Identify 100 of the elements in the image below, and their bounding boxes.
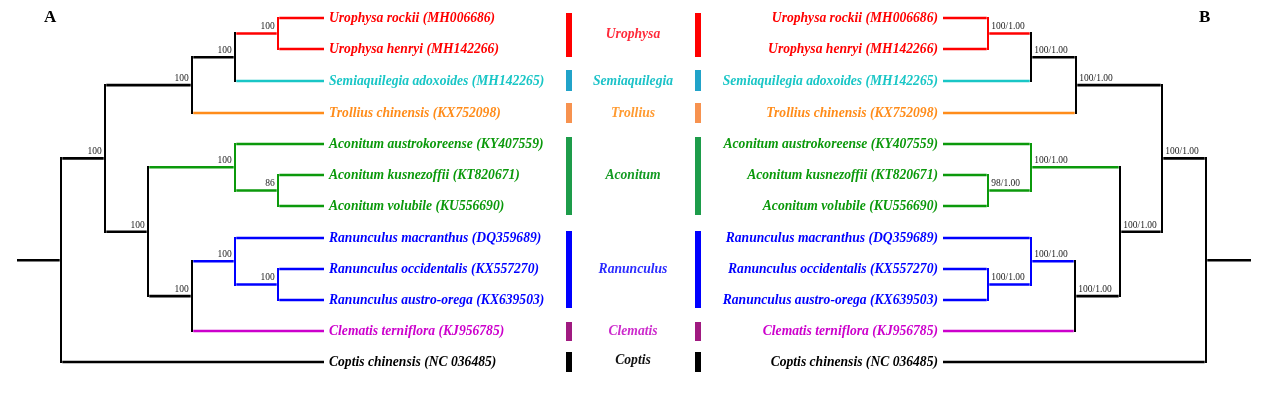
genus-label: Semiaquilegia [592,73,674,89]
support-value: 100/1.00 [991,21,1025,32]
support-value: 98/1.00 [991,178,1021,189]
taxon-label: Coptis chinensis (NC 036485) [324,354,497,370]
taxon-label: Ranunculus occidentalis (KX557270) [324,261,539,277]
horizontal-branch [1077,83,1161,87]
support-value: 100 [130,219,145,230]
horizontal-branch [62,360,324,364]
horizontal-branch [279,173,324,177]
taxon-label: Urophysa henryi (MH142266) [768,41,943,57]
taxon-label: Ranunculus austro-orega (KX639503) [324,292,545,308]
vertical-branch [59,157,63,364]
horizontal-branch [989,283,1030,286]
support-value: 100 [260,272,275,283]
horizontal-branch [236,142,324,146]
horizontal-branch [279,204,324,208]
support-value: 100/1.00 [1034,249,1068,260]
taxon-label: Aconitum volubile (KU556690) [324,198,505,214]
panel-letter: A [44,8,57,26]
taxon-label: Semiaquilegia adoxoides (MH142265) [722,73,943,89]
horizontal-branch [1207,258,1251,262]
horizontal-branch [943,329,1074,333]
horizontal-branch [1163,157,1205,160]
horizontal-branch [236,79,324,83]
genus-label: Clematis [608,323,658,339]
genus-label: Urophysa [605,26,661,42]
horizontal-branch [62,157,104,160]
panel-letter: B [1199,8,1211,26]
horizontal-branch [943,79,1030,83]
taxon-label: Aconitum kusnezoffii (KT820671) [324,167,520,183]
support-value: 100/1.00 [1123,219,1157,230]
genus-label: Coptis [615,352,651,368]
horizontal-branch [943,204,987,208]
support-value: 100/1.00 [991,272,1025,283]
genus-label: Aconitum [605,167,661,183]
support-value: 100 [217,249,232,260]
horizontal-branch [193,259,234,263]
taxon-label: Trollius chinensis (KX752098) [766,105,943,121]
taxon-label: Ranunculus austro-orega (KX639503) [722,292,943,308]
taxon-label: Ranunculus occidentalis (KX557270) [728,261,943,277]
horizontal-branch [1121,230,1161,233]
taxon-label: Urophysa rockii (MH006686) [324,10,496,26]
horizontal-branch [106,83,191,87]
support-value: 100/1.00 [1079,73,1113,84]
horizontal-branch [279,267,324,271]
support-value: 100/1.00 [1078,284,1112,295]
taxon-label: Aconitum kusnezoffii (KT820671) [747,167,943,183]
horizontal-branch [943,267,987,271]
horizontal-branch [236,189,277,192]
taxon-label: Aconitum austrokoreense (KY407559) [723,136,943,152]
horizontal-branch [279,16,324,20]
taxon-label: Trollius chinensis (KX752098) [324,105,501,121]
horizontal-branch [106,230,147,233]
horizontal-branch [1032,55,1075,59]
horizontal-branch [17,258,60,262]
horizontal-branch [236,236,324,240]
support-value: 100/1.00 [1034,45,1068,56]
support-value: 100/1.00 [1165,146,1199,157]
horizontal-branch [149,294,191,298]
taxon-label: Semiaquilegia adoxoides (MH142265) [324,73,545,89]
horizontal-branch [236,32,277,35]
support-value: 100 [217,155,232,166]
taxon-label: Coptis chinensis (NC 036485) [770,354,943,370]
horizontal-branch [943,16,987,20]
horizontal-branch [236,283,277,286]
taxon-label: Clematis terniflora (KJ956785) [324,323,505,339]
horizontal-branch [279,47,324,51]
horizontal-branch [1032,165,1119,169]
taxon-label: Urophysa rockii (MH006686) [771,10,943,26]
horizontal-branch [943,360,1205,364]
taxon-label: Clematis terniflora (KJ956785) [762,323,943,339]
horizontal-branch [943,47,987,51]
support-value: 100 [174,73,189,84]
horizontal-branch [279,298,324,302]
horizontal-branch [193,329,324,333]
genus-label: Trollius [610,105,656,121]
support-value: 100/1.00 [1034,155,1068,166]
horizontal-branch [943,173,987,177]
horizontal-branch [989,32,1030,35]
taxon-label: Ranunculus macranthus (DQ359689) [725,230,943,246]
horizontal-branch [149,165,234,169]
horizontal-branch [193,55,234,59]
taxon-label: Aconitum austrokoreense (KY407559) [324,136,544,152]
horizontal-branch [943,236,1030,240]
taxon-label: Ranunculus macranthus (DQ359689) [324,230,542,246]
taxon-label: Urophysa henryi (MH142266) [324,41,499,57]
support-value: 86 [265,178,275,189]
support-value: 100 [217,45,232,56]
horizontal-branch [989,189,1030,192]
support-value: 100 [260,21,275,32]
horizontal-branch [943,142,1030,146]
horizontal-branch [1076,294,1119,298]
support-value: 100 [174,284,189,295]
horizontal-branch [943,298,987,302]
taxon-label: Aconitum volubile (KU556690) [762,198,943,214]
horizontal-branch [943,111,1075,115]
vertical-branch [1204,157,1208,364]
support-value: 100 [87,146,102,157]
horizontal-branch [1032,259,1074,263]
genus-label: Ranunculus [598,261,668,277]
